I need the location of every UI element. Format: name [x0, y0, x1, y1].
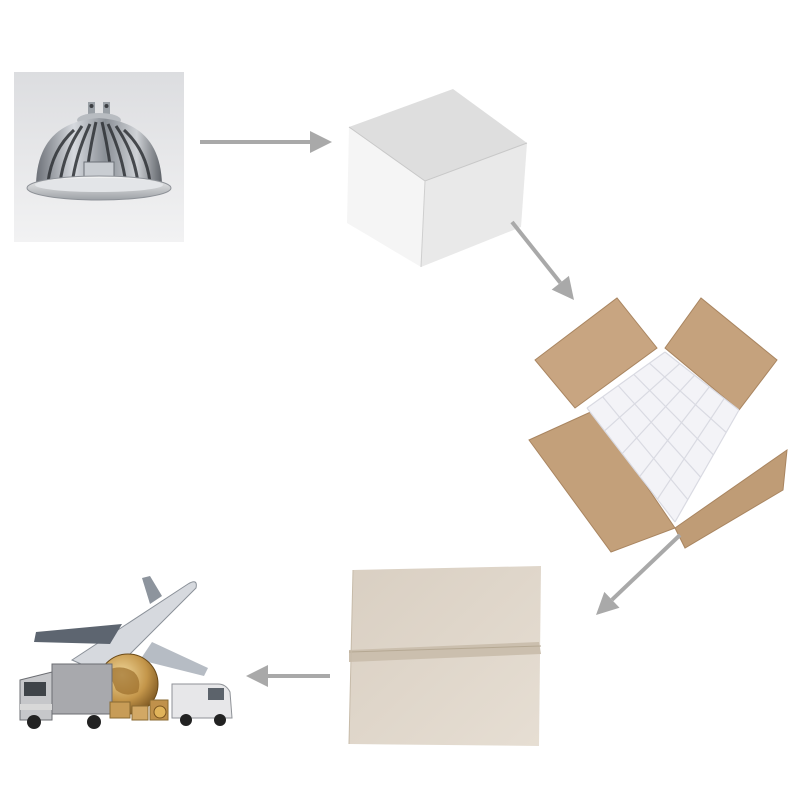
arrow-product-to-box: [200, 131, 332, 153]
van-icon: [172, 684, 232, 726]
sealed-carton-icon: [345, 562, 545, 748]
truck-icon: [20, 664, 112, 729]
open-carton-icon: [525, 290, 790, 555]
shipping-logistics-icon: [12, 572, 244, 734]
arrow-carton-to-shipping: [246, 665, 330, 687]
led-lamp-icon: [14, 72, 184, 242]
white-box-icon: [345, 85, 535, 270]
